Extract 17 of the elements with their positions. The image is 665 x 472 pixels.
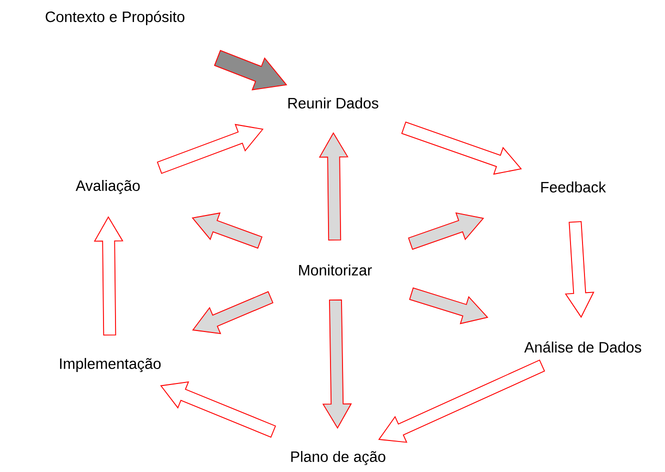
block-arrow — [192, 291, 274, 334]
step-label: Análise de Dados — [524, 341, 642, 353]
block-arrow — [156, 124, 264, 174]
block-arrow — [94, 216, 124, 336]
step-label: Feedback — [541, 182, 606, 192]
block-arrow — [322, 299, 352, 429]
step-label: Contexto e Propósito — [46, 10, 184, 26]
step-label: Monitorizar — [299, 264, 372, 276]
step-label: Plano de ação — [291, 450, 386, 466]
block-arrow — [564, 221, 594, 318]
block-arrow — [401, 122, 522, 175]
step-label: Implementação — [60, 358, 161, 372]
block-arrow — [408, 212, 484, 250]
step-label: Reunir Dados — [288, 98, 378, 108]
step-label: Avaliação — [76, 180, 140, 194]
block-arrow — [318, 132, 348, 241]
block-arrow — [192, 212, 262, 249]
